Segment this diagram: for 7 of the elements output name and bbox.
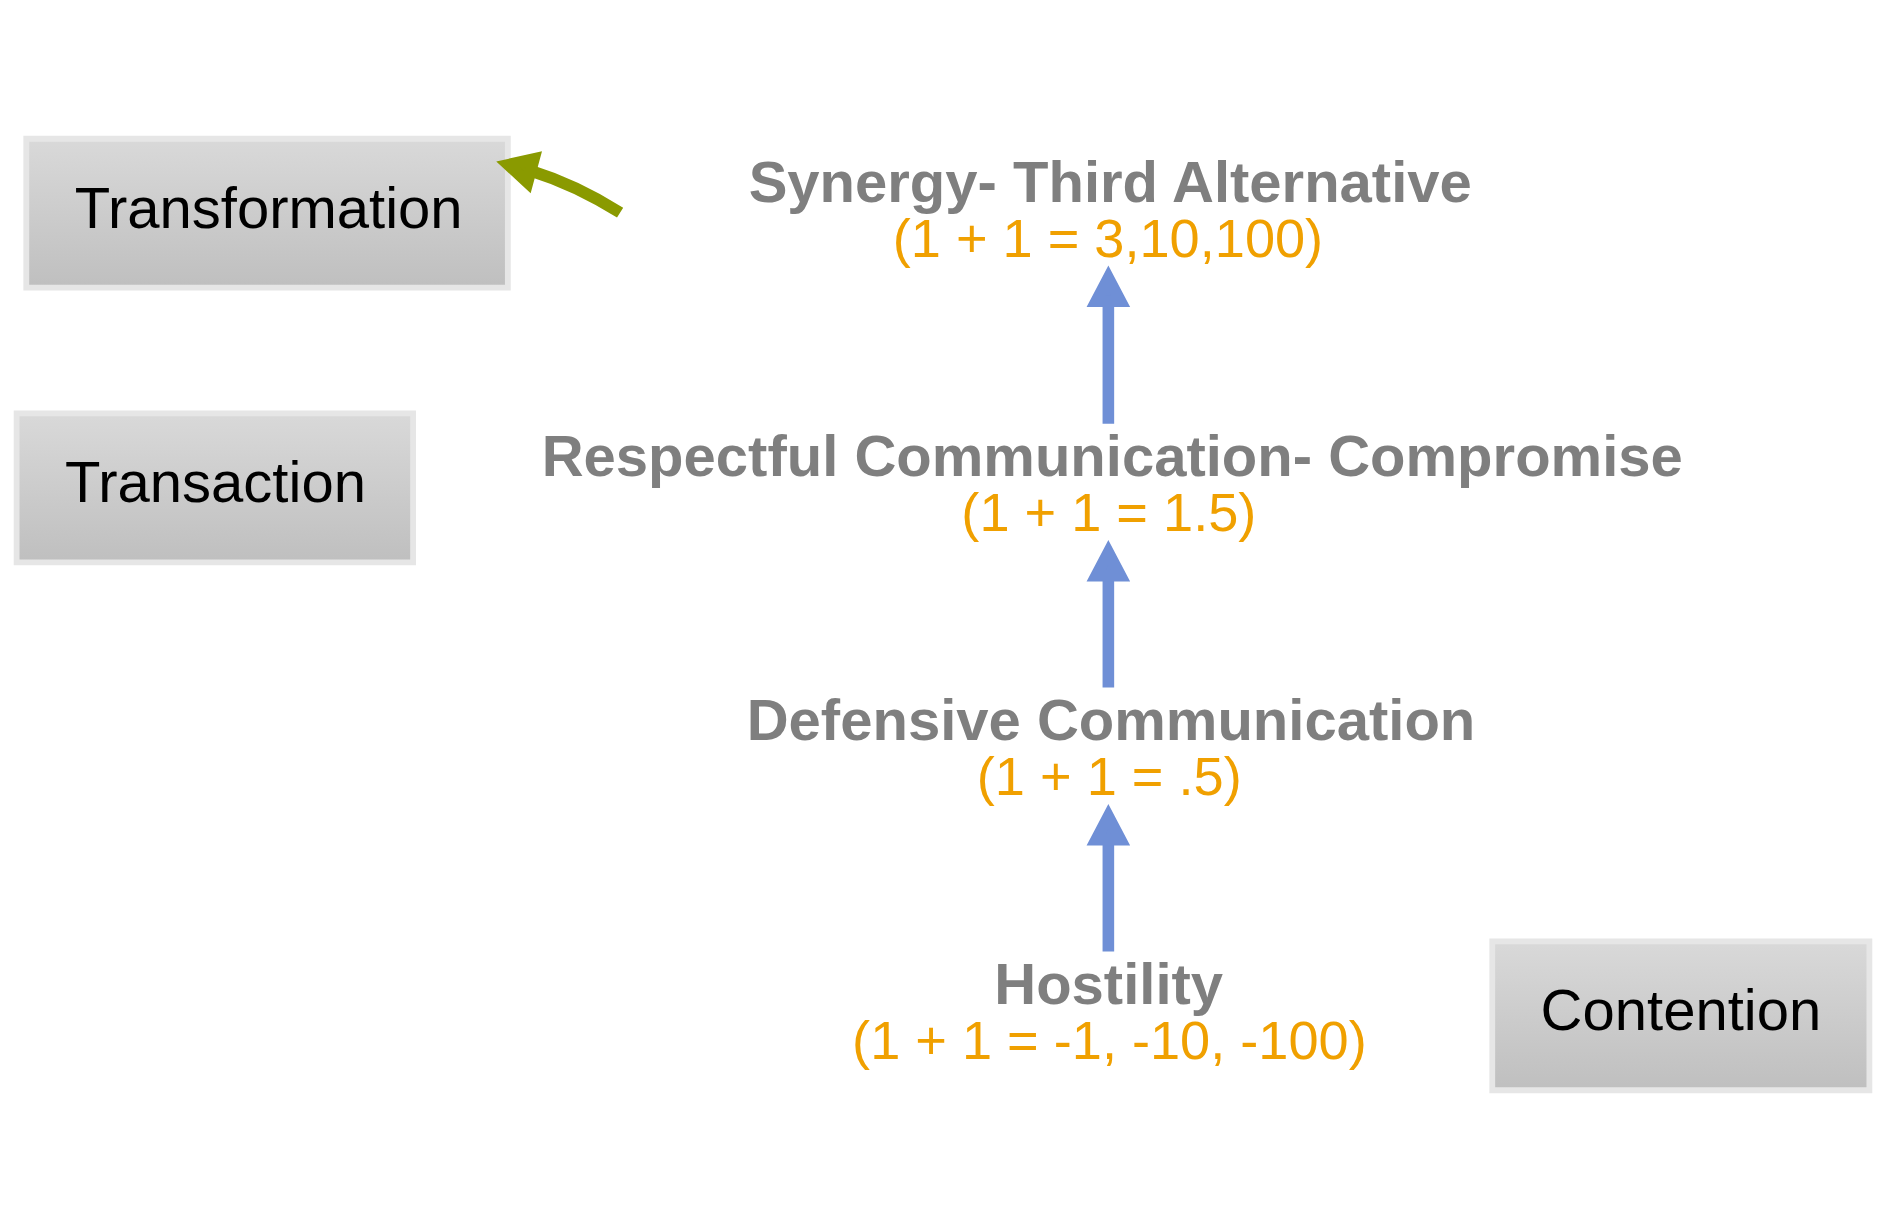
node-box: Contention: [1489, 937, 1873, 1093]
arrow: [1086, 264, 1131, 424]
node-box: Transaction: [13, 409, 416, 565]
node-box: Transformation: [23, 135, 511, 291]
arrow: [1086, 803, 1131, 952]
arrow: [1086, 539, 1131, 688]
arrow: [496, 150, 624, 218]
